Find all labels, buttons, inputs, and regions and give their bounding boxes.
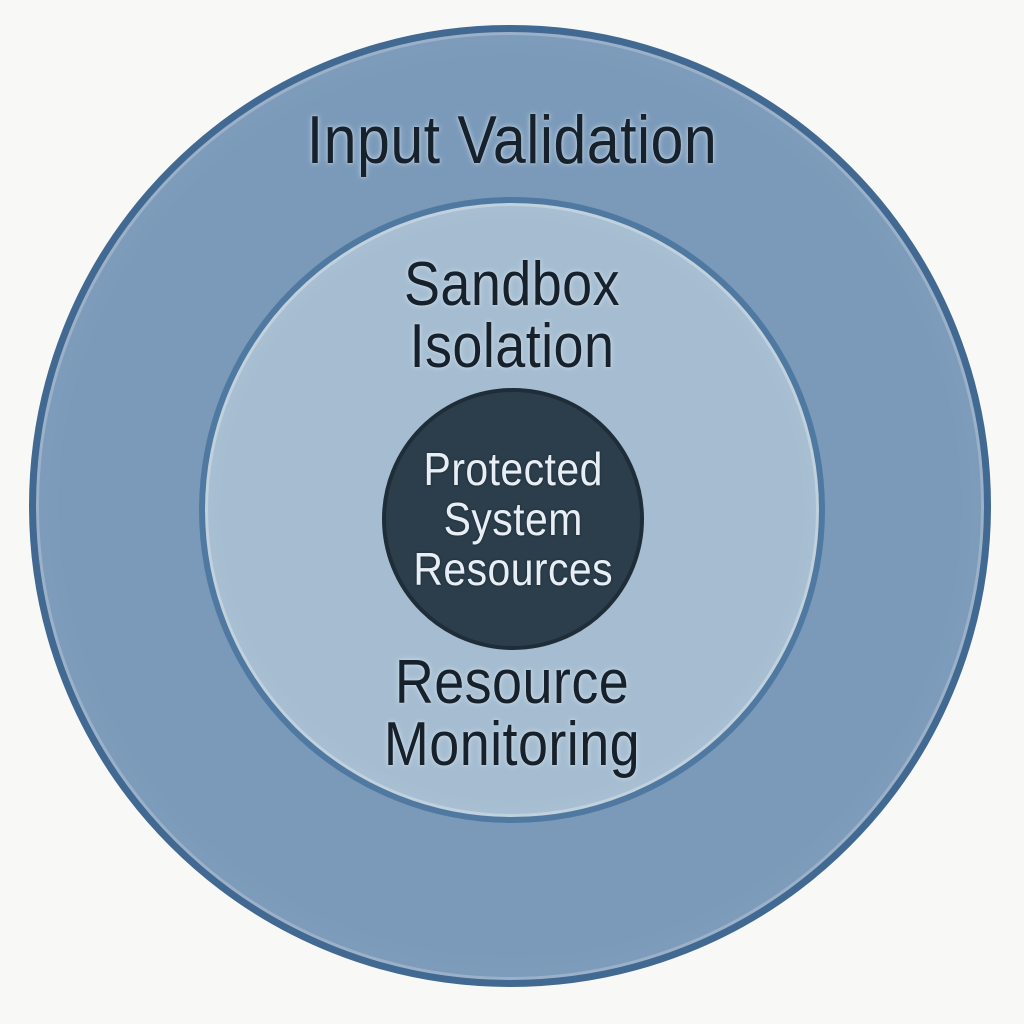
middle-ring-top-label: Sandbox Isolation (403, 250, 620, 381)
inner-circle-label: Protected System Resources (413, 443, 613, 595)
inner-circle-protected-resources: Protected System Resources (382, 388, 644, 650)
middle-ring-bottom-label: Resource Monitoring (383, 648, 641, 779)
outer-ring-label: Input Validation (306, 102, 718, 178)
